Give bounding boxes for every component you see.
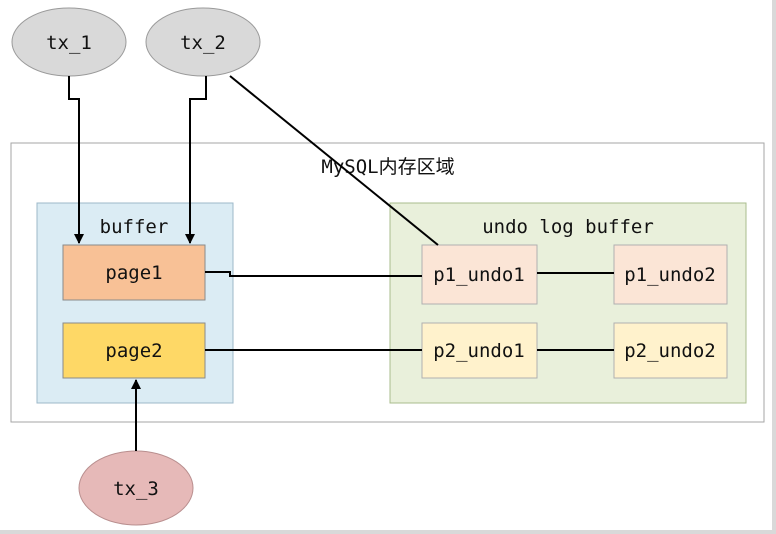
p1-undo1-label: p1_undo1 — [433, 264, 525, 286]
p1-undo1-box — [421, 244, 538, 305]
undo-log-buffer-title: undo log buffer — [482, 216, 654, 238]
tx2-node — [145, 7, 261, 77]
p2-undo2-box — [613, 322, 728, 379]
p2-undo1-box — [421, 322, 538, 379]
tx3-label: tx_3 — [113, 478, 159, 500]
p2-undo2-label: p2_undo2 — [624, 340, 716, 362]
p1-undo2-label: p1_undo2 — [624, 264, 716, 286]
tx2-to-page1-arrow — [185, 76, 207, 244]
page1-label: page1 — [105, 262, 162, 284]
frame-bottom-edge — [0, 530, 776, 534]
tx1-to-page1-arrow — [68, 76, 84, 244]
tx2-to-p1-undo1-line — [229, 75, 439, 246]
memory-region-title: MySQL内存区域 — [321, 156, 454, 178]
tx1-label: tx_1 — [46, 32, 92, 54]
p1-undo2-box — [613, 244, 728, 305]
frame-right-edge — [772, 0, 776, 534]
tx2-label: tx_2 — [180, 32, 226, 54]
page1-to-p1-undo1-connector — [205, 271, 422, 277]
page2-label: page2 — [105, 340, 162, 362]
p2-undo1-label: p2_undo1 — [433, 340, 525, 362]
buffer-title: buffer — [100, 216, 169, 238]
